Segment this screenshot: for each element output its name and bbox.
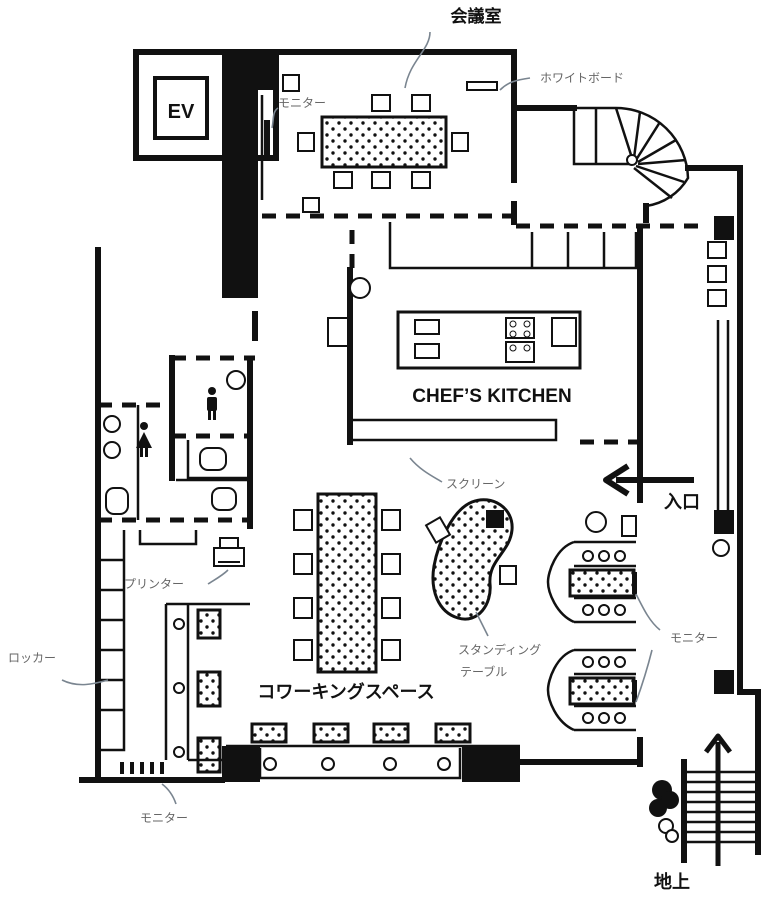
spiral-staircase <box>517 105 690 208</box>
meeting-chairs <box>282 74 469 213</box>
restrooms <box>95 247 258 529</box>
desk-cluster-upper <box>546 540 637 624</box>
female-restroom-icon <box>136 422 152 457</box>
male-restroom-icon <box>207 387 217 420</box>
standing-table-label-1: スタンディング <box>458 642 541 657</box>
standing-table <box>431 498 514 621</box>
bottom-monitor-label: モニター <box>140 811 188 825</box>
meeting-monitor-label: モニター <box>278 96 326 110</box>
meeting-room-label: 会議室 <box>451 6 502 26</box>
coworking-area <box>79 447 643 783</box>
annotation-leaders <box>61 31 661 805</box>
entry-stairs <box>649 689 761 866</box>
desk-cluster-lower <box>546 648 637 732</box>
lockers <box>95 523 126 783</box>
elevator-label: EV <box>168 101 195 123</box>
right-monitor-label: モニター <box>670 631 718 645</box>
ground-level-label: 地上 <box>654 871 690 892</box>
printer-label: プリンター <box>124 577 184 591</box>
long-table-chairs <box>293 509 401 661</box>
meeting-table <box>320 115 448 169</box>
meeting-room <box>260 49 517 225</box>
standing-table-label-2: テーブル <box>460 664 507 679</box>
whiteboard-icon <box>466 81 498 91</box>
whiteboard-label: ホワイトボード <box>540 71 624 85</box>
coworking-label: コワーキングスペース <box>257 681 434 702</box>
kitchen: CHEF’S KITCHEN <box>327 222 700 453</box>
elevator-shaft: EV <box>133 49 279 161</box>
outer-walls <box>643 165 761 695</box>
meeting-monitor-icon <box>264 120 270 160</box>
long-table <box>316 492 378 674</box>
structural-wall <box>222 50 276 298</box>
printer-icon <box>213 537 245 567</box>
screen-label: スクリーン <box>446 477 505 491</box>
entrance-label: 入口 <box>664 492 700 512</box>
entrance-arrow-icon <box>603 463 694 497</box>
kitchen-label: CHEF’S KITCHEN <box>412 386 571 407</box>
locker-label: ロッカー <box>8 651 56 665</box>
